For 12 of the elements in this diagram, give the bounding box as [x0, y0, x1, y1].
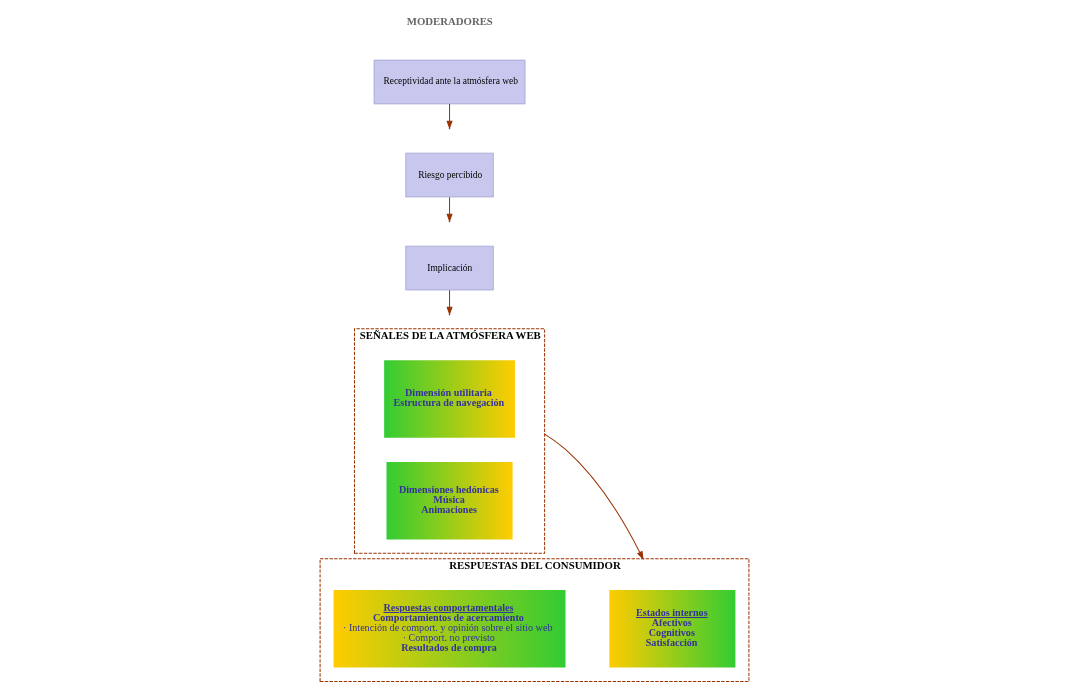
- node-box: Dimensión utilitaria Estructura de navegación: [384, 360, 515, 438]
- arrow: [446, 196, 453, 223]
- node-box: Dimensiones hedónicas Música Animaciones: [386, 461, 513, 540]
- label: MODERADORES: [406, 15, 493, 28]
- node-box: Riesgo percibido: [405, 152, 494, 198]
- node-box: Respuestas comportamentales Comportamientos de acercamiento · Intención de comport. y opinión sobre el sitio web · Comport. no previsto Resultados de compra: [333, 590, 566, 668]
- node-box: Estados internos Afectivos Cognitivos Satisfacción: [609, 590, 736, 668]
- node-box: Receptividad ante la atmósfera web: [373, 59, 526, 105]
- arrow: [544, 433, 644, 561]
- arrow: [446, 289, 453, 316]
- node-box: Implicación: [405, 245, 494, 291]
- arrow: [446, 103, 453, 130]
